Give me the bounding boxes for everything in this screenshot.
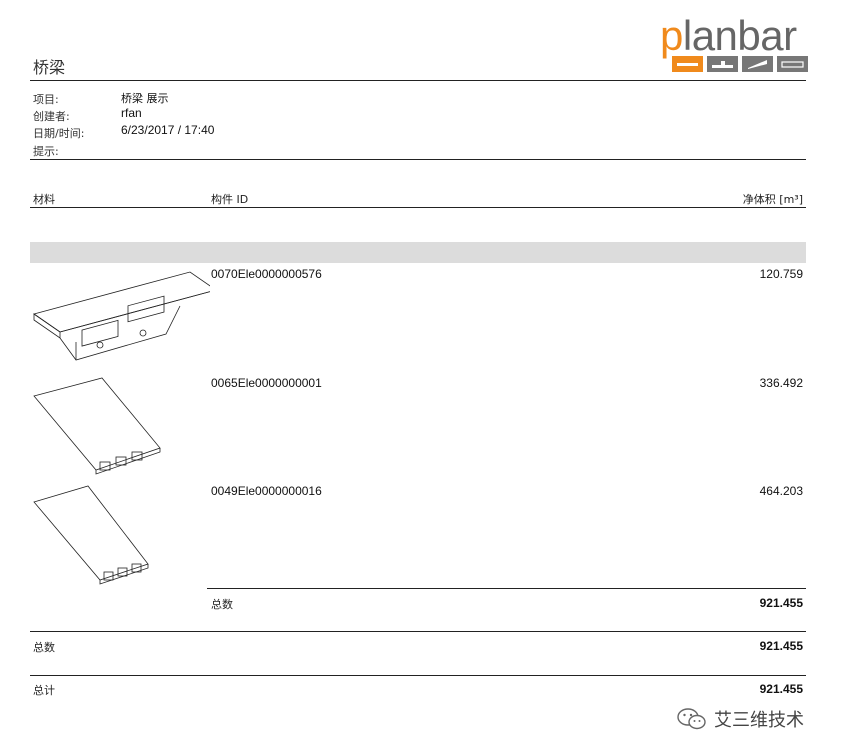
row-net-volume: 336.492	[759, 376, 803, 390]
meta-datetime-value: 6/23/2017 / 17:40	[121, 123, 215, 137]
meta-creator-value: rfan	[121, 106, 142, 120]
watermark: 艾三维技术	[676, 705, 804, 733]
row-element-id: 0049Ele0000000016	[211, 484, 322, 498]
header-rule	[30, 80, 806, 81]
logo-tiles	[672, 56, 808, 78]
logo-wordmark: planbar	[660, 12, 797, 59]
group-total-value: 921.455	[759, 596, 803, 610]
meta-rule	[30, 159, 806, 160]
meta-project-label: 项目:	[33, 93, 59, 106]
row-net-volume: 120.759	[759, 267, 803, 281]
row-net-volume: 464.203	[759, 484, 803, 498]
deck-slab-thumbnail	[33, 377, 161, 475]
logo-tile-icons	[672, 56, 808, 72]
row-element-id: 0070Ele0000000576	[211, 267, 322, 281]
grand-total-value: 921.455	[759, 682, 803, 696]
column-net-volume: 净体积 [m³]	[742, 193, 803, 206]
meta-datetime-label: 日期/时间:	[33, 127, 85, 140]
meta-creator-label: 创建者:	[33, 110, 70, 123]
box-girder-thumbnail	[33, 271, 210, 361]
subtotal-label: 总数	[33, 641, 55, 654]
watermark-text: 艾三维技术	[714, 710, 804, 731]
column-material: 材料	[33, 193, 55, 206]
grand-total-label: 总计	[33, 684, 55, 697]
row-element-id: 0065Ele0000000001	[211, 376, 322, 390]
column-element-id: 构件 ID	[211, 193, 249, 206]
group-total-label: 总数	[211, 598, 233, 611]
subtotal-value: 921.455	[759, 639, 803, 653]
wechat-icon	[677, 708, 706, 730]
deck-slab-thumbnail	[33, 485, 149, 585]
meta-hint-label: 提示:	[33, 145, 59, 158]
subtotal-rule	[30, 631, 806, 632]
document-title: 桥梁	[33, 58, 66, 77]
grand-total-rule	[30, 675, 806, 676]
planbar-logo: planbar	[660, 14, 810, 72]
group-band	[30, 242, 806, 263]
group-total-rule	[207, 588, 806, 589]
meta-project-value: 桥梁 展示	[121, 92, 169, 105]
column-header-rule	[30, 207, 806, 208]
